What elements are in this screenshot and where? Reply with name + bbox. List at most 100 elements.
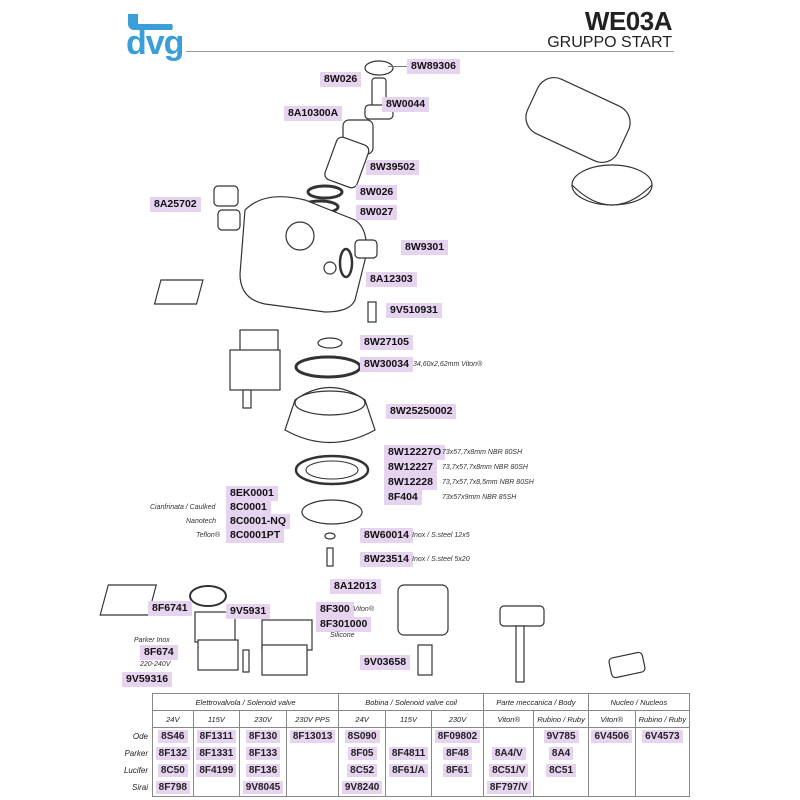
part-label-nut[interactable]: 8A10300A: [284, 106, 343, 121]
note-gasket-3: 73,7x57,7x8,5mm NBR 80SH: [442, 479, 534, 486]
part-code[interactable]: 8F48: [443, 747, 472, 760]
group-header-solenoid-valve: Elettrovalvola / Solenoid valve: [151, 693, 340, 711]
table-cell: 8F130: [239, 727, 287, 745]
part-label-gasket-2[interactable]: 8W12227: [384, 460, 437, 475]
part-label-screw[interactable]: 8W23514: [360, 552, 413, 567]
part-label-orings-top[interactable]: 8W026: [320, 72, 362, 87]
part-label-valve-oring[interactable]: 8F6741: [148, 601, 192, 616]
part-label-screen-1[interactable]: 8EK0001: [226, 486, 278, 501]
part-label-screen-4[interactable]: 8C0001PT: [226, 528, 285, 543]
part-code: [310, 747, 316, 760]
table-cell: 8F48: [430, 745, 485, 762]
exploded-parts-drawing: [99, 60, 653, 683]
note-screen-2: Cianfrinata / Caulked: [150, 504, 216, 511]
group-header-body: Parte meccanica / Body: [483, 693, 589, 711]
part-code[interactable]: 8F09802: [434, 730, 481, 743]
part-label-fittings[interactable]: 8A25702: [150, 197, 201, 212]
part-code: [406, 781, 412, 794]
part-code[interactable]: 8F798: [155, 781, 190, 794]
part-code[interactable]: 9V785: [543, 730, 579, 743]
note-valve-seal-silicone: Silicone: [330, 632, 355, 639]
page-code: WE03A: [584, 6, 673, 36]
part-label-oring-2[interactable]: 8W027: [356, 205, 398, 220]
part-code: [609, 764, 615, 777]
part-code[interactable]: 8C51/V: [489, 764, 529, 777]
part-code: [659, 781, 665, 794]
part-code[interactable]: 8S46: [158, 730, 188, 743]
part-code[interactable]: 8C51: [546, 764, 577, 777]
part-code[interactable]: 8F13013: [289, 730, 336, 743]
note-screw: Inox / S.steel 5x20: [412, 556, 470, 563]
table-cell: 8F13013: [285, 727, 340, 745]
part-label-valve-screw[interactable]: 9V5931: [226, 604, 271, 619]
table-cell: 8C52: [338, 762, 387, 779]
subheader: 24V: [338, 710, 387, 728]
part-label-parker[interactable]: 8F674: [140, 645, 178, 660]
table-cell: [587, 779, 636, 797]
part-code[interactable]: 6V4573: [642, 730, 683, 743]
part-label-bolt[interactable]: 9V510931: [386, 303, 442, 318]
table-cell: 8F798: [152, 779, 194, 797]
part-code[interactable]: 8F797/V: [486, 781, 531, 794]
part-code[interactable]: 8F1331: [196, 747, 237, 760]
part-label-valve-seal[interactable]: 8F300: [316, 602, 354, 617]
part-code[interactable]: 8C50: [157, 764, 188, 777]
table-cell: 8F133: [239, 745, 287, 762]
part-code[interactable]: 8S090: [344, 730, 380, 743]
table-cell: [430, 779, 485, 797]
part-label-washer[interactable]: 8W60014: [360, 528, 413, 543]
part-code: [310, 781, 316, 794]
part-label-group-head[interactable]: 8W25250002: [386, 404, 457, 419]
part-label-gasket-3[interactable]: 8W12228: [384, 475, 437, 490]
part-label-stem[interactable]: 8W0044: [382, 97, 430, 112]
part-code[interactable]: 9V8045: [242, 781, 284, 794]
subheader: 230V PPS: [285, 710, 340, 728]
part-code[interactable]: 8F61: [443, 764, 472, 777]
part-code[interactable]: 8A4/V: [491, 747, 526, 760]
part-label-screen-3[interactable]: 8C0001-NQ: [226, 514, 291, 529]
subheader: 230V: [430, 710, 485, 728]
part-code[interactable]: 8F05: [347, 747, 377, 760]
part-label-cap[interactable]: 8W89306: [407, 59, 460, 74]
page-title: GRUPPO START: [547, 34, 672, 51]
part-code[interactable]: 8F4811: [388, 747, 429, 760]
part-code[interactable]: 6V4506: [591, 730, 632, 743]
part-label-disc[interactable]: 8W27105: [360, 335, 413, 350]
part-label-gasket-1[interactable]: 8W12227O: [384, 445, 446, 460]
table-cell: [483, 727, 535, 745]
part-code[interactable]: 8F4199: [196, 764, 237, 777]
part-code[interactable]: 8F136: [245, 764, 281, 777]
table-cell: 8S090: [338, 727, 387, 745]
table-cell: 8F1331: [192, 745, 241, 762]
part-code[interactable]: 8F133: [245, 747, 281, 760]
note-gasket-2: 73,7x57,7x8mm NBR 80SH: [442, 464, 528, 471]
part-code[interactable]: 8C52: [347, 764, 378, 777]
part-code[interactable]: 8F61/A: [389, 764, 428, 777]
part-code[interactable]: 8F132: [155, 747, 190, 760]
part-label-screen-2[interactable]: 8C0001: [226, 500, 271, 515]
subheader: Rubino / Ruby: [533, 710, 589, 728]
part-label-gasket-4[interactable]: 8F404: [384, 490, 422, 505]
part-label-oring[interactable]: 8W026: [356, 185, 398, 200]
part-label-valve-seal-silicone[interactable]: 8F301000: [316, 617, 372, 632]
table-cell: 6V4506: [587, 727, 636, 745]
table-cell: [587, 745, 636, 762]
table-cell: 8F4811: [385, 745, 432, 762]
part-code: [659, 747, 665, 760]
part-code[interactable]: 9V8240: [341, 781, 383, 794]
part-label-coil-nut[interactable]: 9V03658: [360, 655, 411, 670]
table-cell: [285, 762, 340, 779]
subheader: 115V: [192, 710, 241, 728]
part-label-gasket-plate[interactable]: 8A12013: [330, 579, 381, 594]
part-label-body[interactable]: 8A12303: [366, 272, 417, 287]
part-code: [213, 781, 219, 794]
part-code[interactable]: 8A4: [548, 747, 574, 760]
part-label-valve-bolt[interactable]: 9V59316: [122, 672, 173, 687]
part-code[interactable]: 8F1311: [196, 730, 237, 743]
part-label-right-fitting[interactable]: 8W9301: [401, 240, 449, 255]
part-label-pipe[interactable]: 8W39502: [366, 160, 419, 175]
part-code: [609, 781, 615, 794]
part-label-big-oring[interactable]: 8W30034: [360, 357, 413, 372]
note-parker-inox: Parker Inox: [134, 637, 170, 644]
part-code[interactable]: 8F130: [245, 730, 281, 743]
